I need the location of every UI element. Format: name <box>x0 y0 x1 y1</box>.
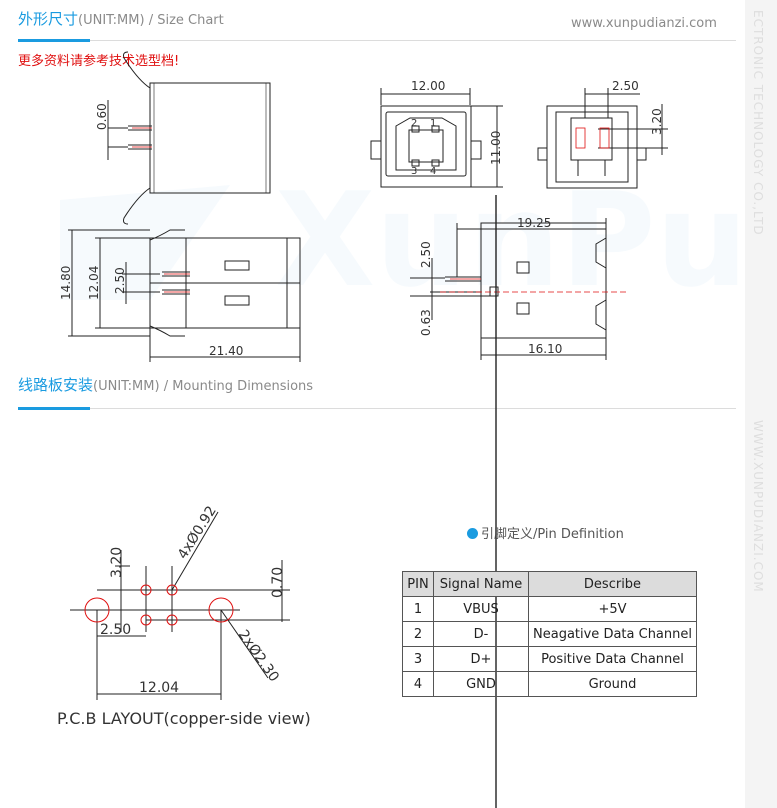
header-pin: PIN <box>402 571 434 597</box>
pcb-caption: P.C.B LAYOUT(copper-side view) <box>57 709 311 728</box>
dim-pcb-span: 12.04 <box>139 680 179 696</box>
cell-pin: 1 <box>402 596 434 622</box>
header-divider <box>18 40 736 41</box>
dim-pcb-large-holes: 2xØ2.30 <box>235 627 282 685</box>
header-accent-bar <box>18 39 90 42</box>
mounting-title: 线路板安装(UNIT:MM) / Mounting Dimensions <box>18 374 313 395</box>
pin-label-3: 3 <box>411 166 417 177</box>
small-hole-4 <box>166 614 178 626</box>
tech-note: 更多资料请参考技术选型档! <box>18 54 180 69</box>
dim-front-width: 12.00 <box>411 79 445 93</box>
dim-pcb-small-holes: 4xØ0.92 <box>175 503 220 562</box>
cell-pin: 2 <box>402 621 434 647</box>
cell-describe: +5V <box>528 596 697 622</box>
side-view-drawing <box>107 51 271 225</box>
table-row: 3 D+ Positive Data Channel <box>402 646 697 672</box>
cell-signal: GND <box>433 671 529 697</box>
dim-top-pitch: 2.50 <box>113 267 127 294</box>
pcb-layout-drawing <box>70 511 290 700</box>
header-signal-name: Signal Name <box>433 571 529 597</box>
mounting-divider <box>18 408 736 409</box>
drawing-canvas: XunPu <box>59 51 745 808</box>
small-hole-2 <box>166 584 178 596</box>
pcb-holes <box>84 584 234 626</box>
cell-pin: 3 <box>402 646 434 672</box>
small-hole-3 <box>140 614 152 626</box>
bullet-icon <box>467 528 478 539</box>
cell-signal: D- <box>433 621 529 647</box>
pin-label-4: 4 <box>430 166 436 177</box>
pin-definition-title: 引脚定义/Pin Definition <box>467 523 624 542</box>
size-chart-title-cn: 外形尺寸 <box>18 10 79 28</box>
top-view-drawing <box>68 229 301 362</box>
size-chart-title: 外形尺寸(UNIT:MM) / Size Chart <box>18 8 224 29</box>
header-describe: Describe <box>528 571 697 597</box>
dim-top-width: 14.80 <box>59 266 73 300</box>
mounting-title-en: (UNIT:MM) / Mounting Dimensions <box>93 379 314 394</box>
dim-right-total: 19.25 <box>517 216 551 230</box>
dim-pcb-pitch: 2.50 <box>100 622 131 638</box>
website-text: www.xunpudianzi.com <box>571 16 717 31</box>
dim-pcb-offset: 0.70 <box>270 567 286 598</box>
dim-back-pitch: 2.50 <box>612 79 639 93</box>
dim-front-height: 11.00 <box>489 131 503 165</box>
size-chart-title-en: (UNIT:MM) / Size Chart <box>78 13 224 28</box>
xunpu-watermark: XunPu <box>60 164 745 316</box>
large-hole-right <box>208 597 234 623</box>
cell-pin: 4 <box>402 671 434 697</box>
dim-back-row: 3.20 <box>650 108 664 135</box>
dim-side-lead: 0.60 <box>95 103 109 130</box>
mounting-title-cn: 线路板安装 <box>18 376 94 394</box>
dim-right-pitch: 2.50 <box>419 241 433 268</box>
cell-describe: Positive Data Channel <box>528 646 697 672</box>
pin-definition-table: PIN Signal Name Describe 1 VBUS +5V 2 D-… <box>402 571 697 697</box>
side-company-text: ECTRONIC TECHNOLOGY CO.,LTD <box>751 10 765 236</box>
table-row: 4 GND Ground <box>402 671 697 697</box>
dim-top-length: 21.40 <box>209 344 243 358</box>
side-site-text: WWW.XUNPUDIANZI.COM <box>751 420 765 593</box>
watermark-text: XunPu <box>275 164 745 316</box>
right-side-drawing <box>410 218 607 360</box>
large-hole-left <box>84 597 110 623</box>
front-view-drawing <box>370 88 503 188</box>
dim-right-offset: 0.63 <box>419 309 433 336</box>
back-view-drawing <box>537 88 668 189</box>
pin-definition-title-text: 引脚定义/Pin Definition <box>481 527 624 542</box>
cell-signal: VBUS <box>433 596 529 622</box>
pin-label-1: 1 <box>430 118 436 129</box>
dim-top-body: 12.04 <box>87 266 101 300</box>
side-watermark-strip: ECTRONIC TECHNOLOGY CO.,LTD WWW.XUNPUDIA… <box>745 0 777 808</box>
small-hole-1 <box>140 584 152 596</box>
table-row: 2 D- Neagative Data Channel <box>402 621 697 647</box>
pin-label-2: 2 <box>411 118 417 129</box>
cell-signal: D+ <box>433 646 529 672</box>
mounting-accent-bar <box>18 407 90 410</box>
cell-describe: Ground <box>528 671 697 697</box>
table-header-row: PIN Signal Name Describe <box>402 571 697 597</box>
table-row: 1 VBUS +5V <box>402 596 697 622</box>
cell-describe: Neagative Data Channel <box>528 621 697 647</box>
dim-pcb-row: 3.20 <box>109 547 125 578</box>
dim-right-body: 16.10 <box>528 342 562 356</box>
red-pin-lines <box>132 127 628 293</box>
